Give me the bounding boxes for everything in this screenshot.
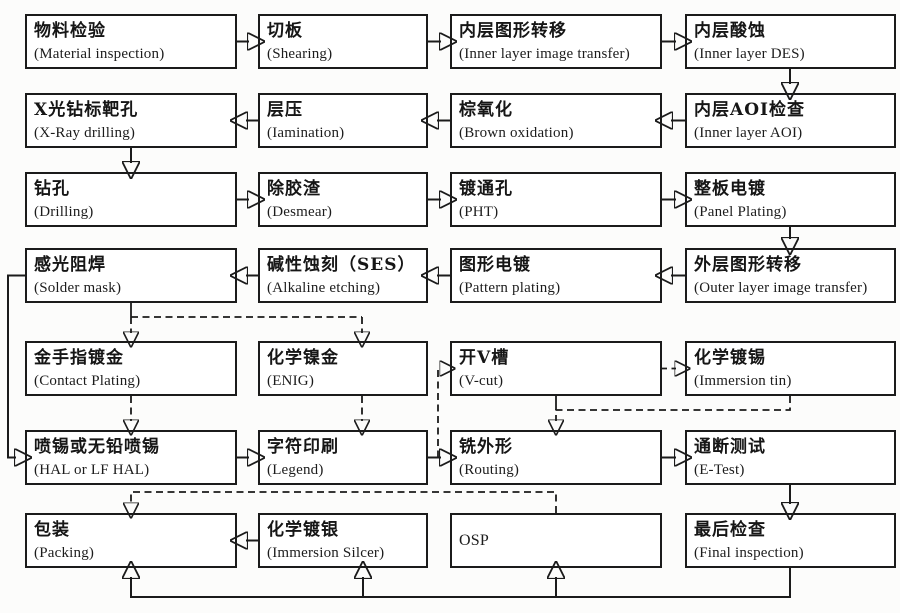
flow-box-pht: 镀通孔 (PHT)	[450, 172, 662, 227]
flow-box-hal: 喷锡或无铅喷锡 (HAL or LF HAL)	[25, 430, 237, 485]
flow-box-e-test: 通断测试 (E-Test)	[685, 430, 896, 485]
flow-box-inner-layer-aoi: 内层AOI检查 (Inner layer AOI)	[685, 93, 896, 148]
flow-box-packing: 包装 (Packing)	[25, 513, 237, 568]
flow-box-outer-layer-image-transfer: 外层图形转移 (Outer layer image transfer)	[685, 248, 896, 303]
box-label-zh: 除胶渣	[267, 178, 321, 199]
box-label-en: (Drilling)	[34, 203, 94, 220]
box-label-zh: 通断测试	[694, 436, 766, 457]
box-label-en: (Brown oxidation)	[459, 124, 574, 141]
box-label-zh: 化学镀银	[267, 519, 339, 540]
box-label-en: (Final inspection)	[694, 544, 804, 561]
flow-box-immersion-tin: 化学镀锡 (Immersion tin)	[685, 341, 896, 396]
box-label-en: (Alkaline etching)	[267, 279, 381, 296]
box-label-zh: 喷锡或无铅喷锡	[34, 436, 160, 457]
box-label-en: (ENIG)	[267, 372, 315, 389]
box-label-zh: X光钻标靶孔	[34, 99, 139, 120]
box-label-en: (Material inspection)	[34, 45, 165, 62]
flow-box-enig: 化学镍金 (ENIG)	[258, 341, 428, 396]
flow-box-material-inspection: 物料检验 (Material inspection)	[25, 14, 237, 69]
box-label-zh: 金手指镀金	[34, 347, 124, 368]
box-label-zh: 层压	[267, 99, 303, 120]
box-label-zh: 整板电镀	[694, 178, 766, 199]
flow-box-immersion-silver: 化学镀银 (Immersion Silcer)	[258, 513, 428, 568]
box-label-zh: 镀通孔	[459, 178, 513, 199]
box-label-en: (Inner layer DES)	[694, 45, 805, 62]
box-label-zh: 切板	[267, 20, 303, 41]
flow-box-osp: OSP	[450, 513, 662, 568]
box-label-en: (Contact Plating)	[34, 372, 141, 389]
box-label-en: (X-Ray drilling)	[34, 124, 136, 141]
box-label-en: (Immersion tin)	[694, 372, 792, 389]
box-label-en: (E-Test)	[694, 461, 745, 478]
box-label-zh: 化学镀锡	[694, 347, 766, 368]
box-label-zh: 内层酸蚀	[694, 20, 766, 41]
box-label-zh: 包装	[34, 519, 70, 540]
box-label-en: (Inner layer image transfer)	[459, 45, 630, 62]
flow-box-desmear: 除胶渣 (Desmear)	[258, 172, 428, 227]
box-label-en: (Inner layer AOI)	[694, 124, 803, 141]
box-label-zh: 开V槽	[459, 347, 510, 368]
box-label-zh: 铣外形	[459, 436, 513, 457]
box-label-zh: 图形电镀	[459, 254, 531, 275]
dashed-arrow-immersion-tin-to-routing	[556, 396, 791, 421]
dashed-arrow-legend-to-v-cut	[437, 369, 441, 458]
flow-box-final-inspection: 最后检查 (Final inspection)	[685, 513, 896, 568]
flow-box-v-cut: 开V槽 (V-cut)	[450, 341, 662, 396]
box-label-zh: 字符印刷	[267, 436, 339, 457]
box-label-zh: 内层图形转移	[459, 20, 567, 41]
box-label-en: (Packing)	[34, 544, 95, 561]
box-label-en: (V-cut)	[459, 372, 504, 389]
flow-box-drilling: 钻孔 (Drilling)	[25, 172, 237, 227]
dashed-arrow-osp-to-packing	[131, 491, 557, 513]
box-label-en: (Shearing)	[267, 45, 333, 62]
flow-box-lamination: 层压 (Iamination)	[258, 93, 428, 148]
flow-box-brown-oxidation: 棕氧化 (Brown oxidation)	[450, 93, 662, 148]
box-label-en: (Desmear)	[267, 203, 333, 220]
flow-box-pattern-plating: 图形电镀 (Pattern plating)	[450, 248, 662, 303]
flow-box-x-ray-drilling: X光钻标靶孔 (X-Ray drilling)	[25, 93, 237, 148]
box-label-en: (Iamination)	[267, 124, 345, 141]
box-label-zh: 最后检查	[694, 519, 766, 540]
box-label-zh: 化学镍金	[267, 347, 339, 368]
flow-box-panel-plating: 整板电镀 (Panel Plating)	[685, 172, 896, 227]
box-label-zh: 外层图形转移	[694, 254, 802, 275]
box-label-en: (PHT)	[459, 203, 499, 220]
flow-box-inner-layer-des: 内层酸蚀 (Inner layer DES)	[685, 14, 896, 69]
flow-box-alkaline-etching: 碱性蚀刻（SES） (Alkaline etching)	[258, 248, 428, 303]
box-label-en: (Pattern plating)	[459, 279, 561, 296]
flow-box-contact-plating: 金手指镀金 (Contact Plating)	[25, 341, 237, 396]
arrow-final-inspection-to-packing-bottom	[131, 568, 791, 598]
box-label-en: (Panel Plating)	[694, 203, 787, 220]
box-label-en: (HAL or LF HAL)	[34, 461, 150, 478]
box-label-zh: 物料检验	[34, 20, 106, 41]
flow-box-shearing: 切板 (Shearing)	[258, 14, 428, 69]
box-label-en: (Legend)	[267, 461, 324, 478]
arrow-solder-mask-to-hal-bypass	[7, 274, 25, 458]
box-label-zh: 内层AOI检查	[694, 99, 805, 120]
box-label-en: (Immersion Silcer)	[267, 544, 385, 561]
box-label-en: (Outer layer image transfer)	[694, 279, 868, 296]
box-label-zh: 棕氧化	[459, 99, 513, 120]
box-label-zh: 感光阻焊	[34, 254, 106, 275]
flow-box-solder-mask: 感光阻焊 (Solder mask)	[25, 248, 237, 303]
flow-box-inner-layer-image-transfer: 内层图形转移 (Inner layer image transfer)	[450, 14, 662, 69]
flow-box-routing: 铣外形 (Routing)	[450, 430, 662, 485]
box-label-zh: 钻孔	[34, 178, 70, 199]
box-label-en: (Solder mask)	[34, 279, 122, 296]
flow-box-legend: 字符印刷 (Legend)	[258, 430, 428, 485]
box-label-en: (Routing)	[459, 461, 520, 478]
box-label-zh: 碱性蚀刻（SES）	[267, 254, 416, 275]
box-label-en: OSP	[459, 532, 489, 549]
